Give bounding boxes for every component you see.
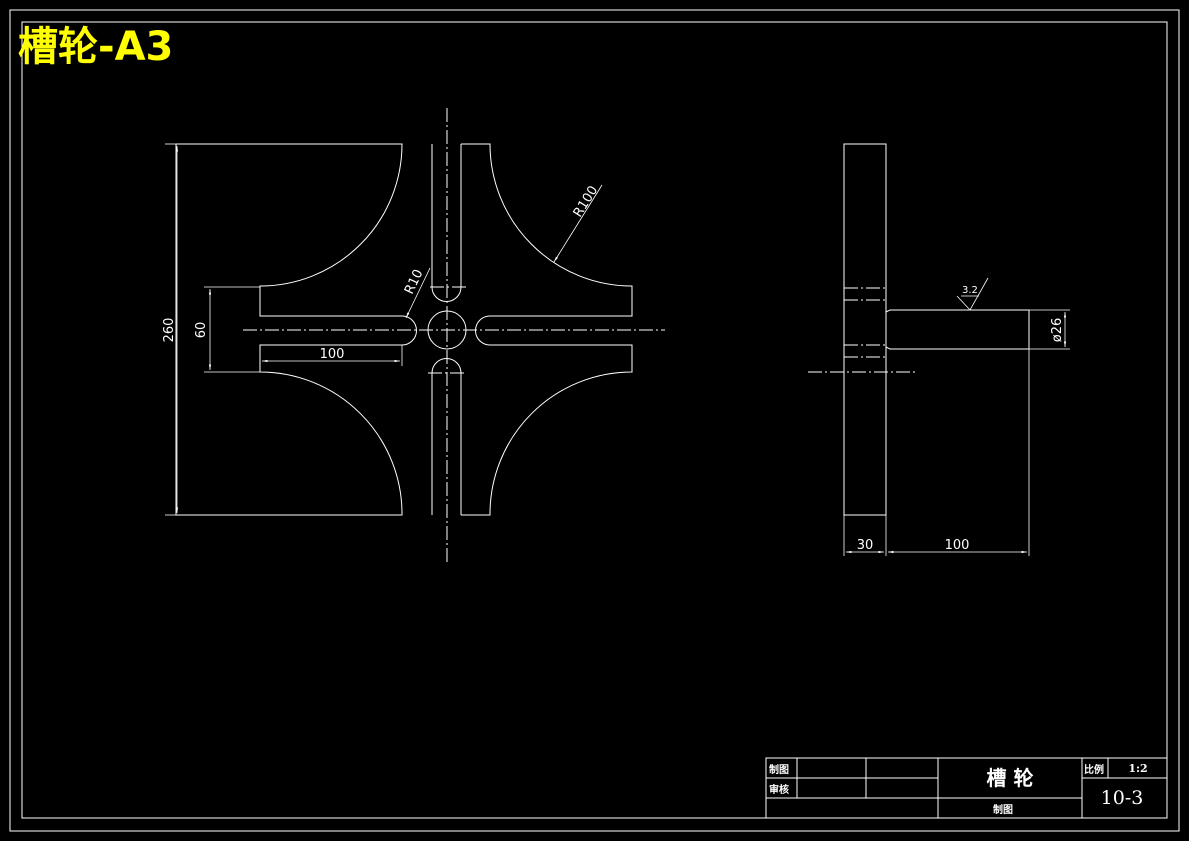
tb-drawn-label: 制图 — [769, 763, 789, 776]
front-view: 260 60 100 R10 R100 — [162, 108, 665, 562]
tb-checked-label: 审核 — [769, 783, 789, 796]
title-block: 制图 审核 槽 轮 制图 比例 1:2 10-3 — [765, 757, 1168, 819]
hub-body — [843, 143, 887, 516]
tb-scale-label: 比例 — [1084, 763, 1104, 776]
dim-text-60: 60 — [194, 322, 209, 339]
dim-text-r10: R10 — [402, 267, 426, 297]
dim-text-30: 30 — [857, 538, 874, 553]
tb-bottom-label: 制图 — [993, 803, 1013, 816]
dim-text-shaft-100: 100 — [945, 538, 970, 553]
dim-text-r100: R100 — [571, 183, 602, 220]
dim-text-260: 260 — [162, 318, 177, 343]
tb-scale-value: 1:2 — [1128, 762, 1147, 775]
tb-drawing-number: 10-3 — [1101, 787, 1144, 809]
dim-text-dia26: ø26 — [1050, 318, 1065, 343]
inner-border — [21, 21, 1168, 819]
dim-text-slot-100: 100 — [320, 347, 345, 362]
leader-r100 — [553, 184, 603, 263]
leader-r10 — [405, 267, 431, 319]
tb-part-name: 槽 轮 — [987, 766, 1034, 790]
outer-border — [9, 9, 1180, 832]
side-view: 30 100 ø26 3.2 — [808, 143, 1070, 556]
roughness-symbol-icon — [956, 277, 989, 311]
sheet-title: 槽轮-A3 — [18, 24, 173, 70]
quadrant-top-left — [175, 143, 417, 516]
shaft — [885, 309, 1030, 350]
roughness-value: 3.2 — [962, 285, 978, 296]
